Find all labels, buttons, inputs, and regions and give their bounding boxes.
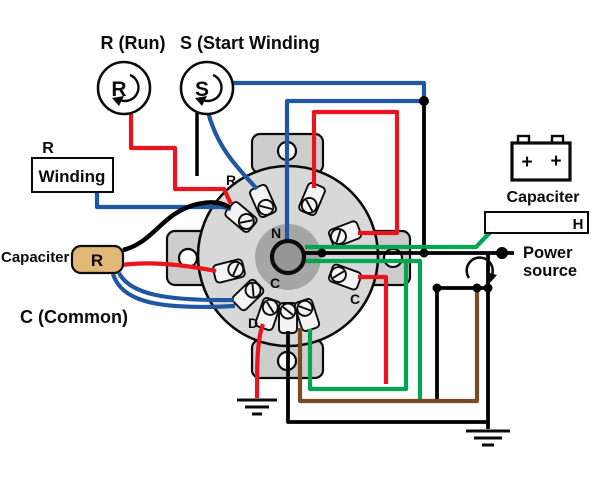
common-label: C (Common) xyxy=(20,307,128,327)
rotation-arrow-icon xyxy=(465,256,494,279)
wire-red-run xyxy=(128,97,233,205)
junction-dot xyxy=(419,248,429,258)
relay-rect xyxy=(484,211,589,234)
relay-letter: H xyxy=(573,216,584,233)
rotation-arrowhead-icon xyxy=(112,96,124,106)
terminal-right-lower xyxy=(328,263,362,291)
junction-dot xyxy=(419,96,429,106)
battery-body-icon xyxy=(510,141,572,182)
junction-dot xyxy=(472,283,482,293)
power-source-line1: Power xyxy=(523,244,573,262)
ground-symbol-left xyxy=(237,398,277,416)
terminal-right-upper xyxy=(327,220,363,248)
ground-symbol-right xyxy=(466,429,510,447)
capacitor-left-label: Capaciter xyxy=(1,249,70,266)
start-letter: S xyxy=(195,78,209,101)
label-terminal-c-inner: C xyxy=(270,275,280,291)
relay-box: H xyxy=(484,211,589,234)
r-winding-text: Winding xyxy=(39,167,106,186)
capacitor-left-letter: R xyxy=(91,251,103,270)
motor-terminals xyxy=(212,181,363,334)
wire-green-bottom xyxy=(307,263,409,392)
power-source-dot xyxy=(496,247,508,259)
terminal-left xyxy=(212,258,246,284)
wire-blue-neutral xyxy=(284,98,423,240)
label-terminal-r: R xyxy=(226,172,236,188)
run-circle xyxy=(96,60,152,116)
r-winding-box: R Winding xyxy=(31,140,114,193)
terminal-bottom-1 xyxy=(278,302,298,334)
rotation-arrowhead-icon xyxy=(195,96,207,106)
run-label: R (Run) xyxy=(101,33,166,53)
label-terminal-c-right: C xyxy=(350,291,360,307)
power-source-line2: source xyxy=(523,262,577,280)
terminal-common xyxy=(231,278,265,312)
wire-blue-start-top xyxy=(228,80,427,99)
capacitor-right-label: Capaciter xyxy=(507,189,580,206)
wire-blue-common-2 xyxy=(111,273,236,310)
wire-red-loop-right xyxy=(311,109,400,236)
rotation-arrow-icon xyxy=(119,73,140,103)
battery-plus-right: + xyxy=(550,151,561,172)
junction-dot xyxy=(483,283,493,293)
wire-blue-common-1 xyxy=(117,271,235,303)
r-winding-rect xyxy=(31,157,114,193)
junction-dots xyxy=(317,96,508,293)
start-winding-symbol: S (Start Winding S xyxy=(179,33,320,116)
wire-red-capacitor xyxy=(121,261,217,274)
label-terminal-d: D xyxy=(248,315,258,331)
wire-black-capacitor xyxy=(122,200,232,253)
capacitor-left-box xyxy=(70,244,125,275)
run-winding-symbol: R (Run) R xyxy=(96,33,166,116)
power-source: Power source xyxy=(523,244,577,280)
wire-green-return xyxy=(305,258,423,402)
battery-plus-left: + xyxy=(521,152,532,173)
junction-dot xyxy=(432,283,442,293)
rotation-symbol xyxy=(465,256,497,284)
rotation-arrow-icon xyxy=(202,73,223,103)
run-letter: R xyxy=(111,78,126,101)
capacitor-right: + + Capaciter xyxy=(507,134,580,206)
terminal-r xyxy=(224,201,258,233)
junction-dot xyxy=(317,248,327,258)
start-circle xyxy=(179,60,235,116)
capacitor-left: Capaciter R xyxy=(1,244,125,275)
label-terminal-n: N xyxy=(271,225,281,241)
motor-labels: R N C C D xyxy=(226,172,360,331)
motor-hub xyxy=(269,238,307,276)
wire-brown xyxy=(297,290,480,404)
wire-red-d-ground xyxy=(254,323,265,399)
start-label: S (Start Winding xyxy=(180,33,320,53)
terminal-top-right xyxy=(298,181,326,217)
wire-black-bottom xyxy=(286,331,488,424)
wire-red-right-lower xyxy=(358,274,389,384)
rotation-arrowhead-icon xyxy=(486,272,497,284)
terminal-s xyxy=(249,183,277,219)
r-winding-title: R xyxy=(42,140,54,157)
wire-blue-start-to-terminal xyxy=(205,111,259,191)
